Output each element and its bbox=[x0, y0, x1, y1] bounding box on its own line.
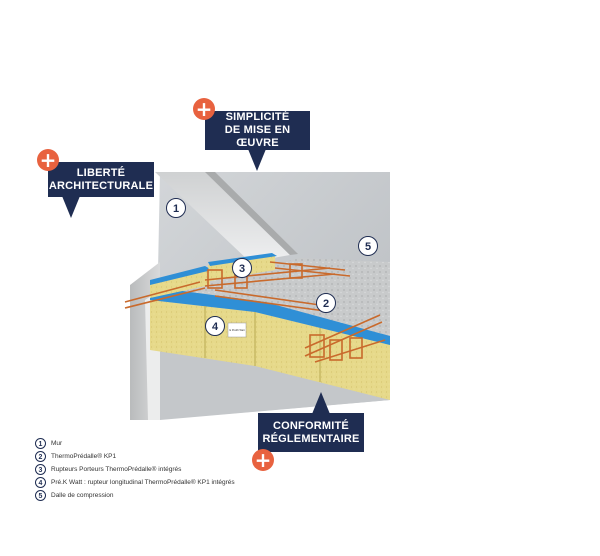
badge-4: 4 bbox=[205, 316, 225, 336]
callout-conformite-tail bbox=[312, 392, 330, 414]
callout-conformite-line1: CONFORMITÉ bbox=[273, 419, 349, 432]
callout-liberte-line2: ARCHITECTURALE bbox=[48, 179, 154, 192]
insulation-back-strip bbox=[150, 266, 212, 285]
legend-number: 2 bbox=[35, 451, 46, 462]
callout-simplicite-line2: DE MISE EN ŒUVRE bbox=[224, 124, 291, 149]
product-label-text: E PrédK Watt bbox=[229, 329, 244, 332]
callout-liberte-tail bbox=[62, 196, 80, 218]
plus-icon: + bbox=[193, 98, 215, 120]
legend-number: 4 bbox=[35, 477, 46, 488]
legend-item: 1 Mur bbox=[35, 437, 335, 450]
badge-2: 2 bbox=[316, 293, 336, 313]
legend-item: 2 ThermoPrédalle® KP1 bbox=[35, 450, 335, 463]
callout-simplicite-tail bbox=[248, 149, 266, 171]
legend-item: 4 Pré.K Watt : rupteur longitudinal Ther… bbox=[35, 476, 335, 489]
legend-number: 5 bbox=[35, 490, 46, 501]
legend-item: 5 Dalle de compression bbox=[35, 489, 335, 502]
compression-slab bbox=[150, 258, 390, 340]
legend-item: 3 Rupteurs Porteurs ThermoPrédalle® inté… bbox=[35, 463, 335, 476]
legend-number: 1 bbox=[35, 438, 46, 449]
legend: 1 Mur 2 ThermoPrédalle® KP1 3 Rupteurs P… bbox=[35, 437, 335, 502]
sloped-roof-slab bbox=[155, 172, 290, 262]
plus-icon: + bbox=[37, 149, 59, 171]
callout-simplicite-mise-en-oeuvre: SIMPLICITÉ DE MISE EN ŒUVRE bbox=[205, 111, 310, 150]
sloped-roof-edge bbox=[205, 172, 298, 255]
callout-conformite-line2: RÉGLEMENTAIRE bbox=[262, 432, 360, 445]
callout-conformite-reglementaire: CONFORMITÉ RÉGLEMENTAIRE bbox=[258, 413, 364, 452]
badge-1: 1 bbox=[166, 198, 186, 218]
legend-text: Dalle de compression bbox=[51, 492, 114, 499]
callout-liberte-architecturale: LIBERTÉ ARCHITECTURALE bbox=[48, 162, 154, 197]
badge-3: 3 bbox=[232, 258, 252, 278]
legend-text: Pré.K Watt : rupteur longitudinal Thermo… bbox=[51, 479, 235, 486]
callout-liberte-line1: LIBERTÉ bbox=[76, 166, 126, 179]
legend-text: ThermoPrédalle® KP1 bbox=[51, 453, 117, 460]
badge-5: 5 bbox=[358, 236, 378, 256]
legend-text: Mur bbox=[51, 440, 63, 447]
plus-icon: + bbox=[252, 449, 274, 471]
legend-text: Rupteurs Porteurs ThermoPrédalle® intégr… bbox=[51, 466, 182, 473]
callout-simplicite-line1: SIMPLICITÉ bbox=[225, 111, 290, 123]
product-label-tag bbox=[227, 322, 247, 338]
rebar-cages bbox=[124, 261, 386, 363]
insulation-blue-strip bbox=[150, 288, 390, 345]
legend-number: 3 bbox=[35, 464, 46, 475]
